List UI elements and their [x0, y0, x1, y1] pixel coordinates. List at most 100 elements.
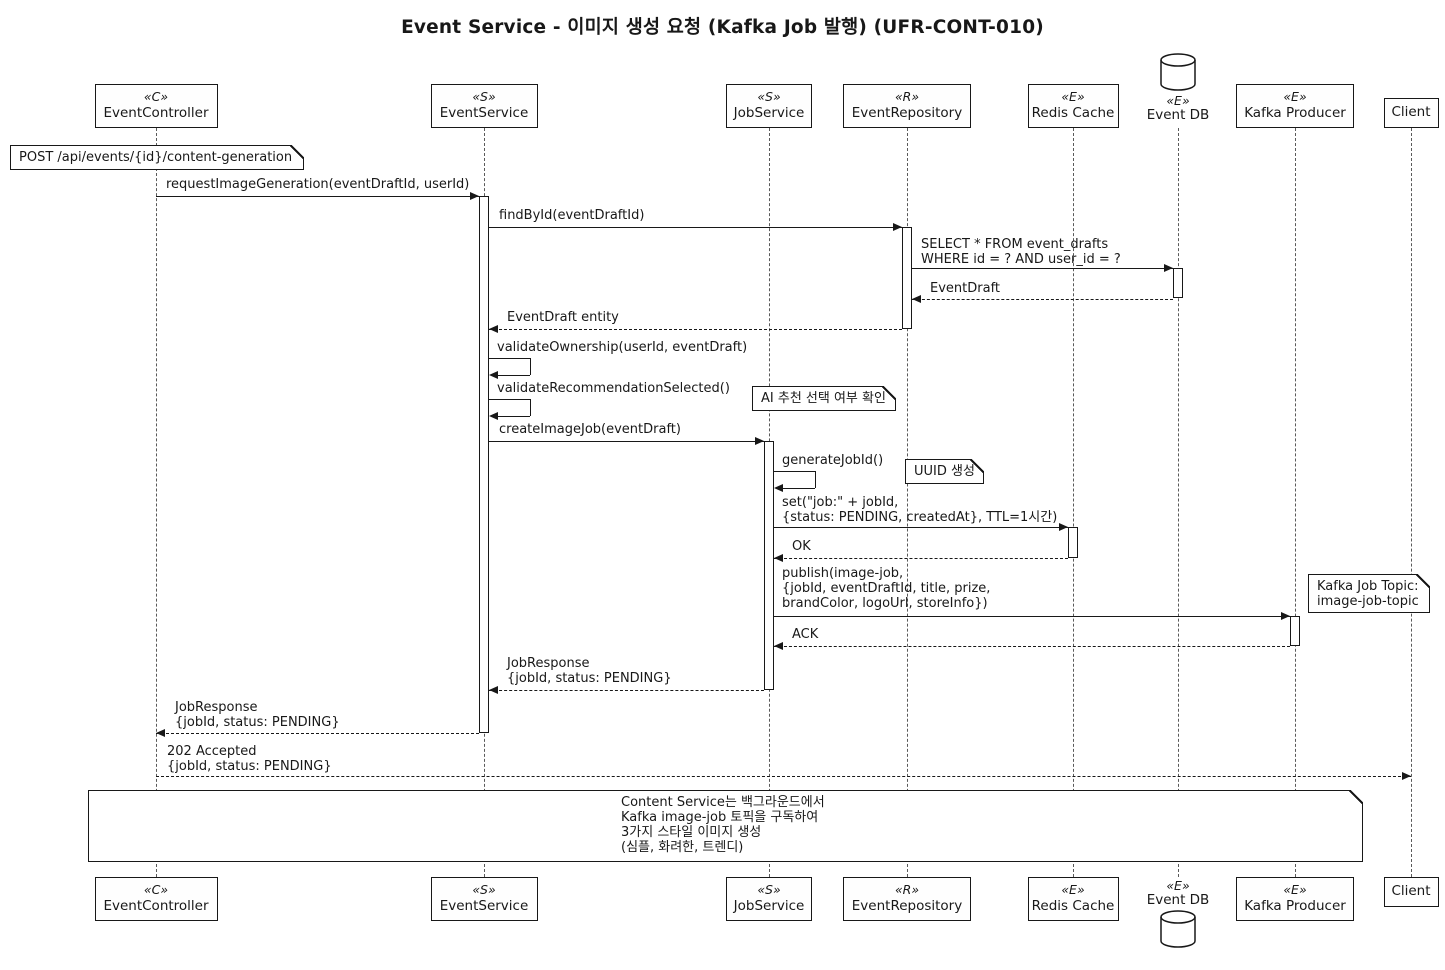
note-text: AI 추천 선택 여부 확인 [761, 391, 886, 406]
participant-stereotype: «E» [1061, 89, 1085, 105]
database-icon [1159, 52, 1197, 92]
msg-job-response-service-label: {jobId, status: PENDING} [507, 671, 672, 686]
participant-name: EventController [103, 898, 209, 915]
msg-202-accepted-label: 202 Accepted [167, 744, 257, 759]
msg-redis-ok-label: OK [792, 539, 811, 554]
participant-redis-cache: «E»Redis Cache [1027, 877, 1119, 921]
msg-job-response-controller-label: {jobId, status: PENDING} [175, 715, 340, 730]
msg-validate-ownership-arrowhead [489, 371, 498, 379]
msg-202-accepted-arrowhead [1402, 772, 1411, 780]
msg-job-response-controller-arrowhead [156, 729, 165, 737]
msg-validate-recommendation-arrowhead [489, 412, 498, 420]
participant-name: Kafka Producer [1244, 898, 1346, 915]
msg-redis-set-arrowhead [1059, 523, 1068, 531]
participant-name: Redis Cache [1031, 105, 1115, 122]
msg-validate-recommendation-label: validateRecommendationSelected() [497, 381, 730, 396]
msg-redis-ok-line [774, 558, 1068, 559]
msg-validate-ownership-bend [530, 358, 531, 375]
msg-eventdraft-entity-return-line [489, 329, 902, 330]
participant-event-service: «S»EventService [430, 877, 538, 921]
msg-redis-set-label: set("job:" + jobId, [782, 495, 899, 510]
participant-client: Client [1383, 877, 1439, 907]
note-text: UUID 생성 [914, 464, 975, 479]
participant-kafka-producer: «E»Kafka Producer [1236, 84, 1354, 128]
msg-kafka-publish-label: brandColor, logoUrl, storeInfo}) [782, 596, 988, 611]
participant-job-service: «S»JobService [726, 877, 812, 921]
msg-find-by-id-arrowhead [893, 223, 902, 231]
participant-name: Client [1391, 883, 1431, 900]
participant-kafka-producer: «E»Kafka Producer [1236, 877, 1354, 921]
participant-stereotype: «S» [757, 882, 781, 898]
msg-eventdraft-entity-return-arrowhead [489, 325, 498, 333]
activation-kafka-producer [1290, 616, 1300, 646]
msg-redis-ok-arrowhead [774, 554, 783, 562]
note-text: Kafka image-job 토픽을 구독하여 [621, 810, 819, 825]
lifeline-redis-cache [1073, 128, 1074, 877]
msg-kafka-ack-label: ACK [792, 627, 819, 642]
note-text: Content Service는 백그라운드에서 [621, 795, 825, 810]
participant-stereotype: «C» [143, 882, 169, 898]
lifeline-event-db [1178, 128, 1179, 877]
msg-generate-job-id-line [774, 471, 815, 472]
participant-name: EventRepository [851, 898, 963, 915]
participant-stereotype: «R» [894, 89, 920, 105]
activation-event-db [1173, 268, 1183, 298]
msg-create-image-job-line [489, 441, 764, 442]
msg-request-image-generation-label: requestImageGeneration(eventDraftId, use… [166, 177, 470, 192]
activation-event-repository [902, 227, 912, 329]
participant-event-controller: «C»EventController [94, 877, 218, 921]
participant-stereotype: «E» [1283, 882, 1307, 898]
participant-event-repository: «R»EventRepository [843, 877, 971, 921]
msg-kafka-publish-label: {jobId, eventDraftId, title, prize, [782, 581, 991, 596]
msg-job-response-service-line [489, 690, 764, 691]
msg-eventdraft-return-label: EventDraft [930, 281, 1001, 296]
lifeline-client [1411, 128, 1412, 877]
msg-job-response-controller-label: JobResponse [175, 700, 258, 715]
msg-kafka-publish-arrowhead [1281, 612, 1290, 620]
msg-find-by-id-line [489, 227, 902, 228]
msg-select-query-arrowhead [1164, 264, 1173, 272]
note-text: POST /api/events/{id}/content-generation [19, 150, 293, 165]
msg-create-image-job-label: createImageJob(eventDraft) [499, 422, 681, 437]
participant-stereotype: «C» [143, 89, 169, 105]
msg-find-by-id-label: findById(eventDraftId) [499, 208, 645, 223]
msg-select-query-label: WHERE id = ? AND user_id = ? [921, 252, 1121, 267]
msg-kafka-publish-line [774, 616, 1290, 617]
msg-job-response-service-arrowhead [489, 686, 498, 694]
msg-kafka-ack-line [774, 646, 1290, 647]
participant-stereotype: «E» [1061, 882, 1085, 898]
msg-generate-job-id-line2 [783, 488, 815, 489]
msg-request-image-generation-arrowhead [470, 192, 479, 200]
participant-redis-cache: «E»Redis Cache [1027, 84, 1119, 128]
msg-eventdraft-entity-return-label: EventDraft entity [507, 310, 619, 325]
msg-kafka-publish-label: publish(image-job, [782, 566, 904, 581]
participant-name: EventRepository [851, 105, 963, 122]
participant-name: EventController [103, 105, 209, 122]
msg-redis-set-label: {status: PENDING, createdAt}, TTL=1시간) [782, 510, 1058, 525]
participant-event-service: «S»EventService [430, 84, 538, 128]
msg-job-response-controller-line [156, 733, 479, 734]
msg-generate-job-id-label: generateJobId() [782, 453, 884, 468]
msg-generate-job-id-bend [815, 471, 816, 488]
note-uuid-generation: UUID 생성 [905, 459, 984, 484]
note-text: Kafka Job Topic: [1317, 579, 1419, 594]
lifeline-kafka-producer [1295, 128, 1296, 877]
msg-validate-recommendation-line [489, 399, 530, 400]
participant-stereotype: «S» [472, 882, 496, 898]
lifeline-event-controller [156, 128, 157, 877]
participant-client: Client [1383, 98, 1439, 128]
msg-select-query-line [912, 268, 1173, 269]
note-text: image-job-topic [1317, 594, 1419, 609]
msg-eventdraft-return-line [912, 299, 1173, 300]
activation-job-service [764, 441, 774, 690]
participant-job-service: «S»JobService [726, 84, 812, 128]
activation-event-service [479, 196, 489, 733]
lifeline-event-repository [907, 128, 908, 877]
msg-create-image-job-arrowhead [755, 437, 764, 445]
participant-event-repository: «R»EventRepository [843, 84, 971, 128]
note-text: (심플, 화려한, 트렌디) [621, 840, 744, 855]
msg-generate-job-id-arrowhead [774, 484, 783, 492]
note-post-endpoint: POST /api/events/{id}/content-generation [10, 145, 304, 170]
participant-stereotype: «R» [894, 882, 920, 898]
